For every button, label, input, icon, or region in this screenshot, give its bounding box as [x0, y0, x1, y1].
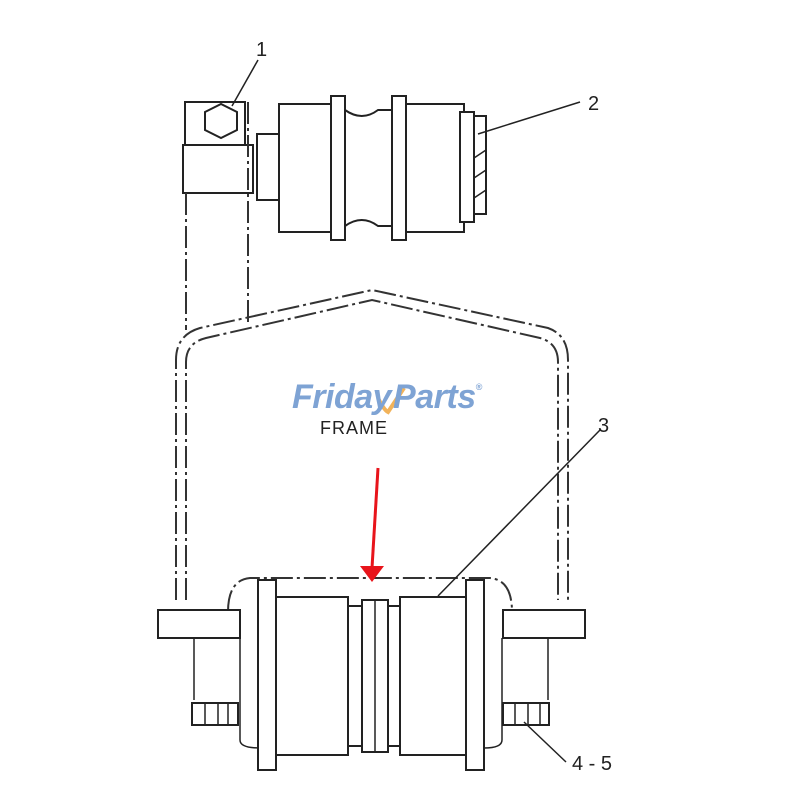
track-roller-assembly — [157, 577, 586, 771]
logo-text-left: Friday — [292, 378, 392, 416]
bolt-right — [502, 702, 550, 726]
thread-marks — [473, 149, 487, 199]
hex-bolt — [204, 102, 238, 140]
mount-plate-left — [157, 609, 241, 639]
bolt-left — [191, 702, 239, 726]
roller-body-left — [278, 103, 332, 233]
roller-flange-left — [330, 95, 346, 241]
frame-outline — [175, 288, 569, 600]
carrier-roller-assembly — [182, 95, 487, 330]
mount-plate-right — [502, 609, 586, 639]
roller-groove — [344, 108, 393, 228]
roller-body-left — [275, 596, 349, 756]
red-arrow-icon — [360, 467, 384, 582]
registered-mark: ® — [475, 382, 483, 392]
end-nut — [473, 115, 487, 215]
watermark-logo: FridayParts® — [292, 378, 482, 417]
end-cap — [459, 111, 475, 223]
roller-flange-right — [465, 579, 485, 771]
frame-label: FRAME — [320, 418, 388, 438]
leader-lines — [231, 59, 601, 763]
logo-text-right: Parts — [393, 378, 476, 416]
roller-neck-left — [347, 605, 363, 747]
callout-2: 2 — [588, 93, 599, 115]
roller-body-right — [405, 103, 465, 233]
roller-neck-right — [387, 605, 401, 747]
roller-flange-left — [257, 579, 277, 771]
roller-flange-right — [391, 95, 407, 241]
roller-body-right — [399, 596, 467, 756]
callout-4-5: 4 - 5 — [572, 753, 612, 775]
callout-3: 3 — [598, 415, 609, 437]
logo-check-icon — [376, 386, 406, 415]
shaft-collar — [256, 133, 280, 201]
shaft-block — [182, 144, 254, 194]
callout-1: 1 — [256, 39, 267, 61]
